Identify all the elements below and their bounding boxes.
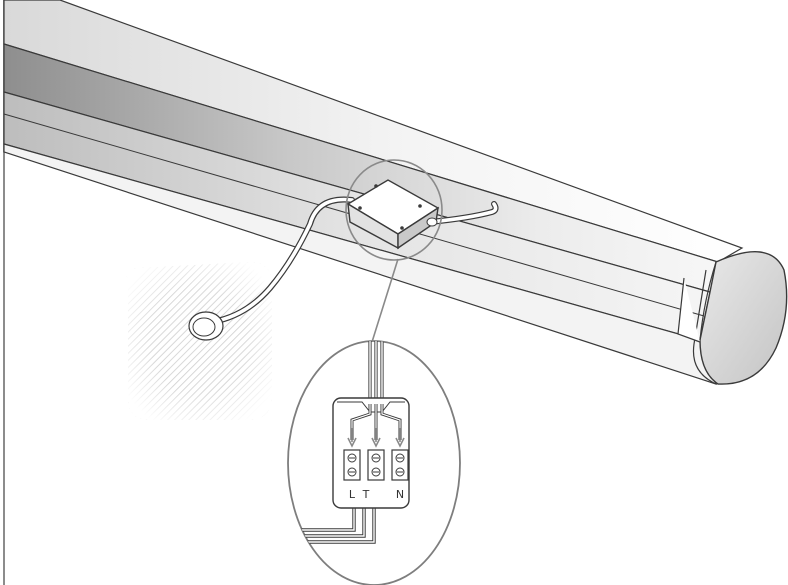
awning-top-face [3,0,744,263]
junction-box-icon [346,179,440,250]
wall-entry-hole-icon [188,311,224,341]
arrow-down-icon [395,428,405,448]
callout-leader-line [371,258,399,343]
arrow-down-icon [347,428,357,448]
terminal-live [343,449,361,481]
wall-surface [125,262,272,420]
terminal-label-neutral: N [396,488,404,501]
arrow-down-icon [371,428,381,448]
terminal-callout: L T N [287,340,461,585]
insertion-arrows [347,428,405,448]
awning-cassette [3,0,788,385]
terminal-switched-live [367,449,385,481]
awning-end-cap [699,251,788,385]
terminal-label-switched-live: T [362,488,370,501]
terminal-label-live: L [349,488,356,501]
terminal-neutral [391,449,409,481]
zoom-highlight-circle [345,159,443,261]
